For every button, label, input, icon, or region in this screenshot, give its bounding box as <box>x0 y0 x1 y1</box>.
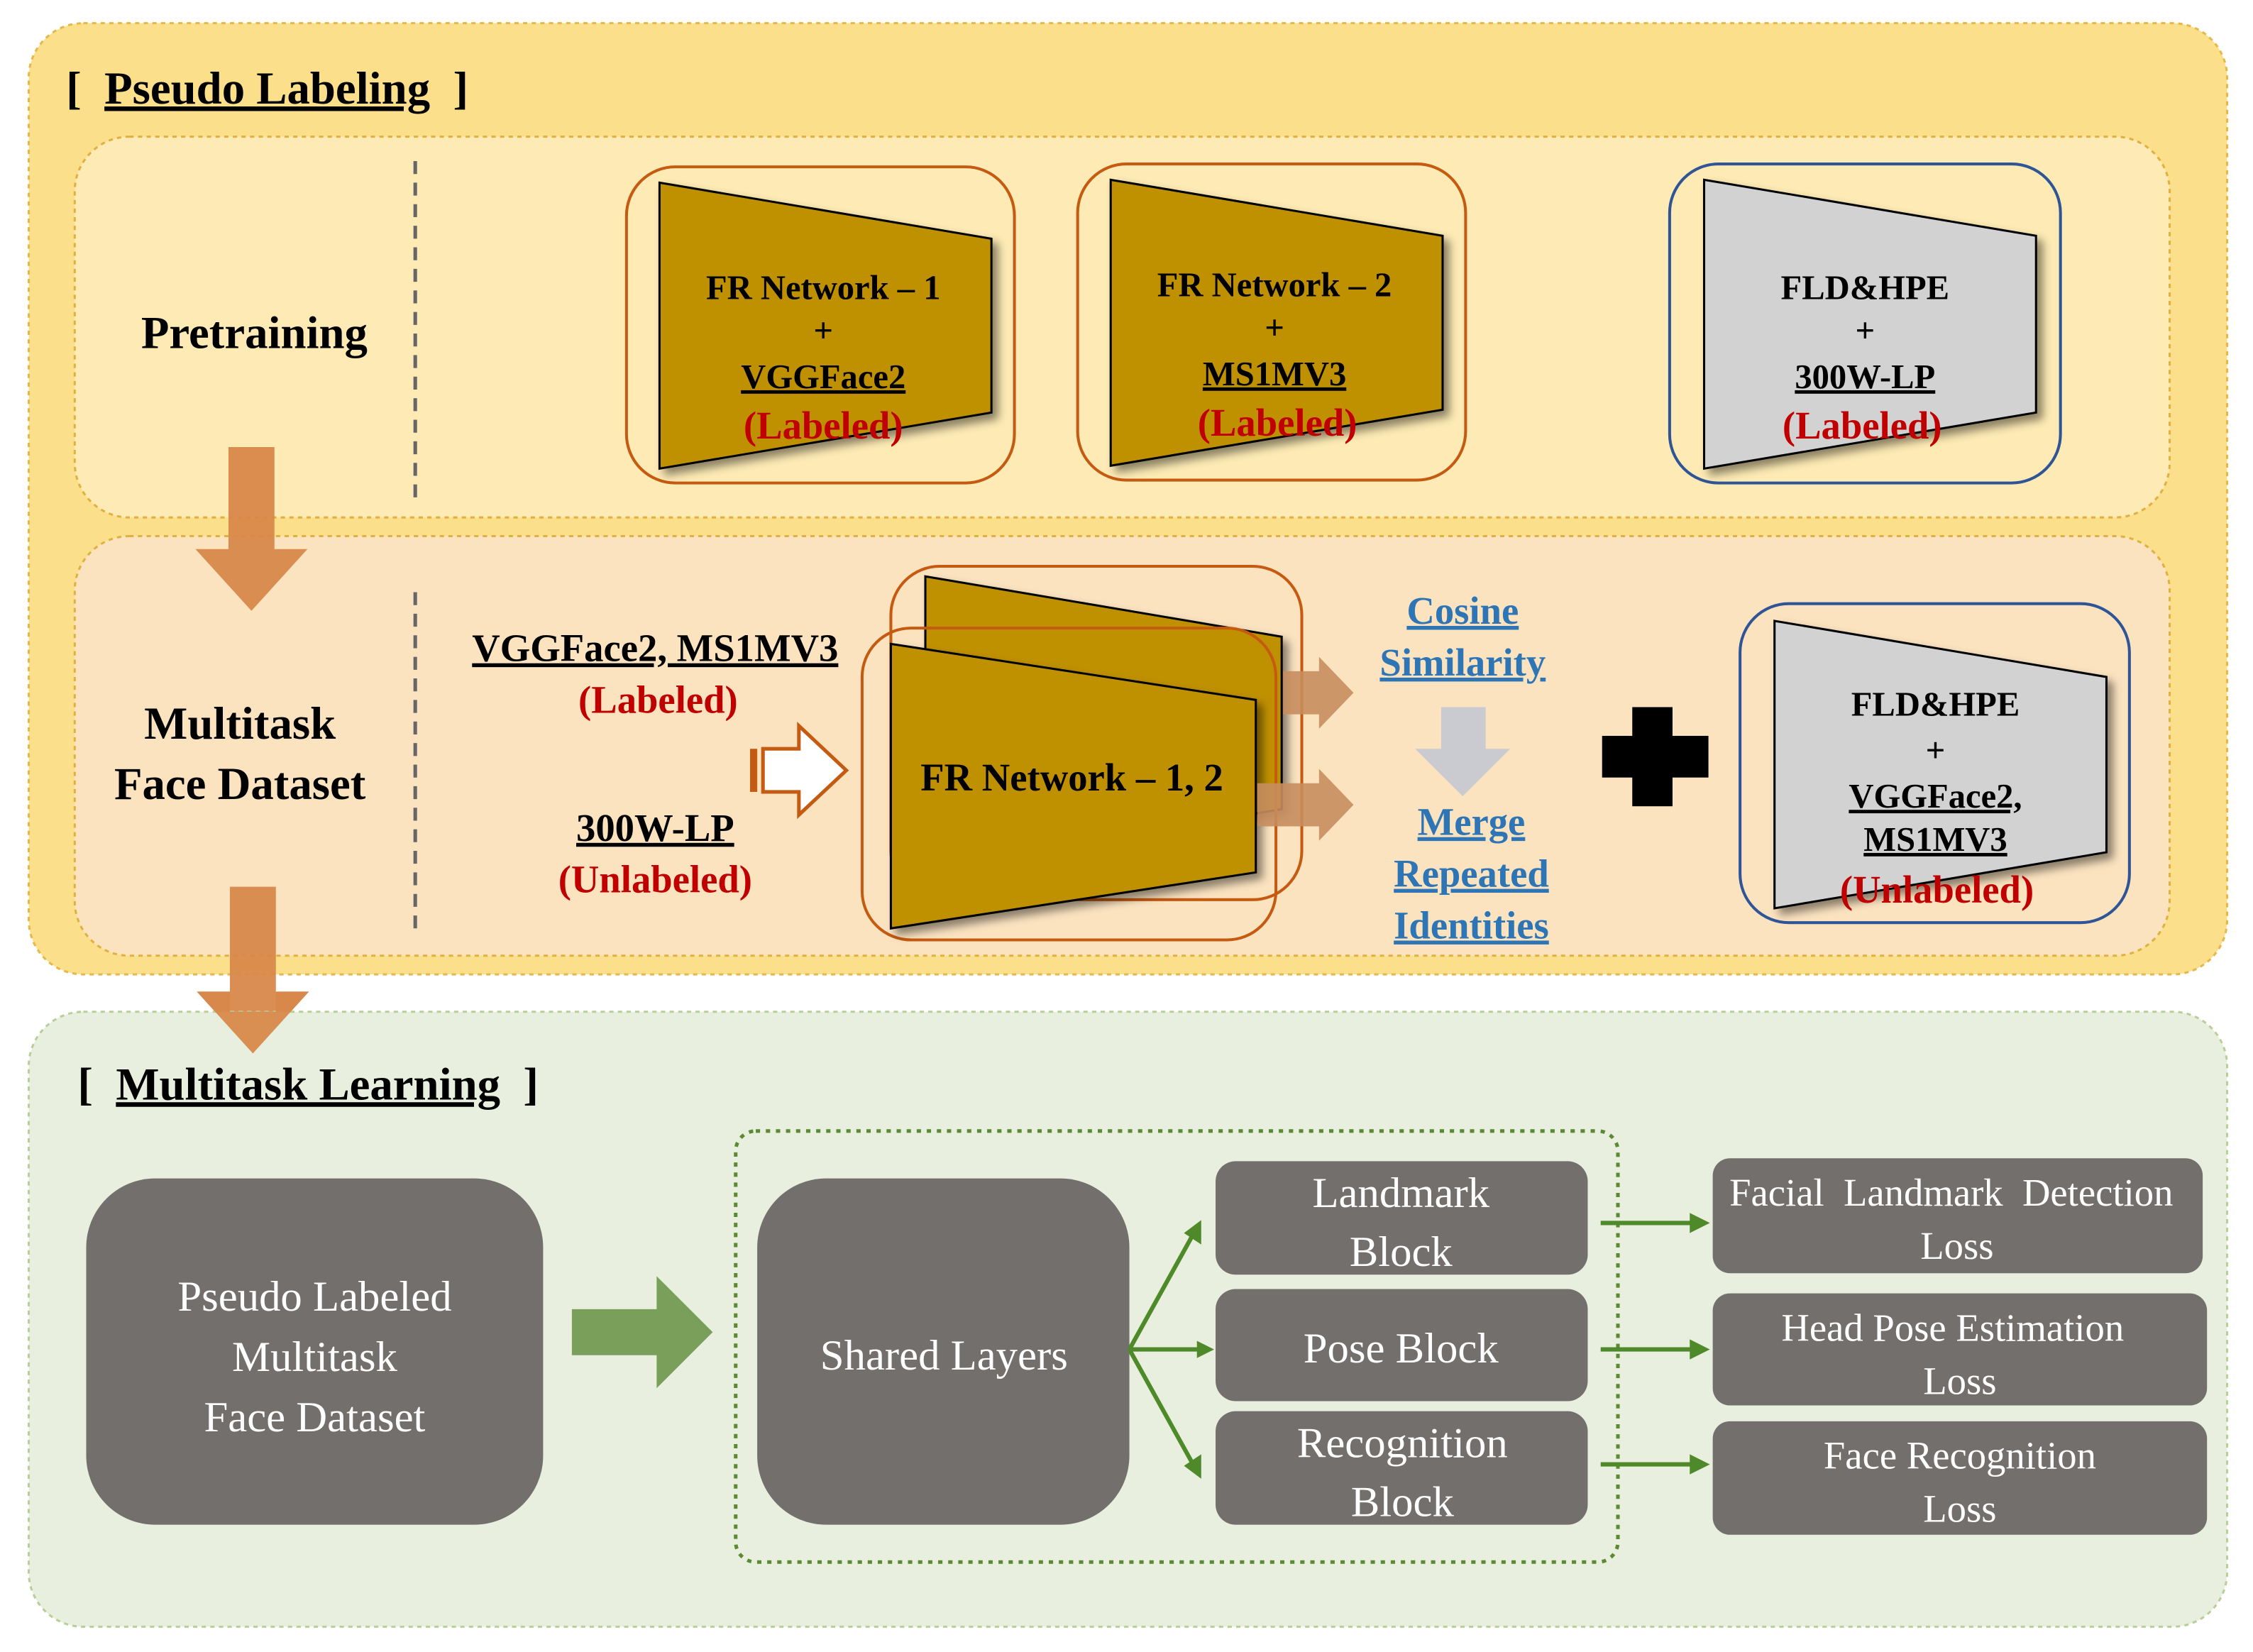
fr-network-1-status: (Labeled) <box>744 404 903 447</box>
dataset-box-line1: Pseudo Labeled <box>177 1273 451 1321</box>
input-labeled-status: (Labeled) <box>578 678 738 722</box>
cosine-similarity-line2: Similarity <box>1379 641 1546 684</box>
shared-layers-label: Shared Layers <box>820 1332 1068 1380</box>
fr-network-1-name: FR Network – 1 <box>706 268 941 307</box>
fld-hpe-multitask-dataset-line1: VGGFace2, <box>1849 777 2022 815</box>
landmark-block <box>1216 1161 1588 1275</box>
shared-layers-box <box>757 1178 1130 1525</box>
fr-network-2-plus: + <box>1265 309 1284 347</box>
fr-network-1-frame <box>624 165 1016 485</box>
fld-hpe-pretrain-plus: + <box>1855 312 1875 350</box>
multitask-dataset-label-line1: Multitask <box>144 698 336 749</box>
plus-icon <box>1602 707 1709 807</box>
fld-hpe-pretrain-frame <box>1668 163 2062 485</box>
svg-text:[ Multitask Learning ]: [ Multitask Learning ] <box>77 1059 539 1110</box>
input-right-arrow <box>749 721 849 820</box>
merge-line3: Identities <box>1394 903 1549 947</box>
fld-hpe-pretrain-status: (Labeled) <box>1783 404 1942 447</box>
fld-hpe-multitask-dataset-line2: MS1MV3 <box>1863 820 2007 859</box>
network-frame <box>734 1129 1620 1564</box>
fr-combined-trapezoid-front <box>889 642 1257 930</box>
pseudo-labeling-title: Pseudo Labeling <box>104 63 430 114</box>
fld-hpe-multitask-status: (Unlabeled) <box>1840 868 2034 911</box>
pseudo-title-bracket-open: [ <box>66 63 82 114</box>
fld-hpe-multitask-trapezoid <box>1773 620 2108 910</box>
dataset-to-shared-arrow <box>571 1276 713 1389</box>
learning-title-bracket-close: ] <box>523 1059 539 1110</box>
landmark-loss-line1: Facial Landmark Detection <box>1729 1171 2173 1214</box>
landmark-block-line1: Landmark <box>1312 1169 1489 1217</box>
fr-network-1-trapezoid <box>658 181 993 470</box>
landmark-loss-line2: Loss <box>1920 1224 1993 1267</box>
fld-hpe-multitask-name: FLD&HPE <box>1851 685 2020 724</box>
dataset-box-line2: Multitask <box>232 1333 397 1381</box>
recognition-loss-box <box>1712 1421 2208 1535</box>
multitask-dataset-label-line2: Face Dataset <box>114 759 366 810</box>
fr-combined-label: FR Network – 1, 2 <box>920 756 1223 799</box>
fld-hpe-pretrain-trapezoid <box>1702 178 2037 470</box>
multitask-to-learning-arrow-tip <box>197 991 309 1054</box>
cosine-similarity-line1: Cosine <box>1406 589 1519 632</box>
learning-title-bracket-open: [ <box>77 1059 93 1110</box>
pseudo-labeled-dataset-box <box>86 1178 544 1525</box>
recognition-block <box>1216 1411 1588 1525</box>
pose-loss-box <box>1712 1293 2208 1406</box>
pose-loss-line2: Loss <box>1923 1359 1996 1402</box>
pretrain-to-multitask-arrow <box>195 446 308 611</box>
block-to-loss-arrowheads <box>1690 1213 1710 1475</box>
recognition-block-line2: Block <box>1351 1478 1455 1526</box>
fld-hpe-pretrain-name: FLD&HPE <box>1781 268 1949 307</box>
pose-loss-line1: Head Pose Estimation <box>1781 1306 2124 1349</box>
recognition-block-line1: Recognition <box>1297 1419 1508 1467</box>
merge-line1: Merge <box>1418 800 1526 844</box>
input-unlabeled-status: (Unlabeled) <box>558 858 752 901</box>
pretraining-label: Pretraining <box>141 307 368 358</box>
cosine-to-merge-arrow <box>1415 707 1511 797</box>
landmark-loss-box <box>1712 1158 2203 1274</box>
fr-network-2-dataset: MS1MV3 <box>1203 355 1346 393</box>
block-to-loss-arrows <box>1600 1221 1693 1467</box>
recognition-loss-line1: Face Recognition <box>1824 1434 2096 1477</box>
recognition-loss-line2: Loss <box>1923 1487 1996 1531</box>
fld-hpe-multitask-frame <box>1739 602 2131 925</box>
fld-hpe-pretrain-dataset: 300W-LP <box>1795 358 1935 396</box>
pose-block-label: Pose Block <box>1304 1325 1499 1372</box>
input-unlabeled-dataset: 300W-LP <box>576 806 734 849</box>
pseudo-title-bracket-close: ] <box>453 63 469 114</box>
fld-hpe-multitask-plus: + <box>1926 731 1946 769</box>
multitask-learning-title: Multitask Learning <box>116 1059 500 1110</box>
fr-network-2-name: FR Network – 2 <box>1157 265 1392 304</box>
shared-to-blocks-arrowheads <box>1184 1220 1215 1479</box>
landmark-block-line2: Block <box>1350 1228 1453 1276</box>
merge-line2: Repeated <box>1394 852 1549 896</box>
fr-network-2-frame <box>1076 163 1467 482</box>
dataset-box-line3: Face Dataset <box>204 1394 425 1441</box>
fr-network-2-status: (Labeled) <box>1198 401 1357 444</box>
fr-to-cosine-arrow-upper <box>1283 656 1354 729</box>
svg-text:[ Pseudo Labeling ]: [ Pseudo Labeling ] <box>66 63 468 114</box>
fr-to-cosine-arrow-lower <box>1257 769 1354 841</box>
fr-network-2-trapezoid <box>1109 178 1444 468</box>
pose-block <box>1216 1289 1588 1402</box>
shared-to-blocks-arrows <box>1127 1229 1201 1470</box>
input-labeled-datasets: VGGFace2, MS1MV3 <box>472 627 838 670</box>
fr-network-1-plus: + <box>813 312 833 350</box>
fr-network-1-dataset: VGGFace2 <box>741 358 905 396</box>
